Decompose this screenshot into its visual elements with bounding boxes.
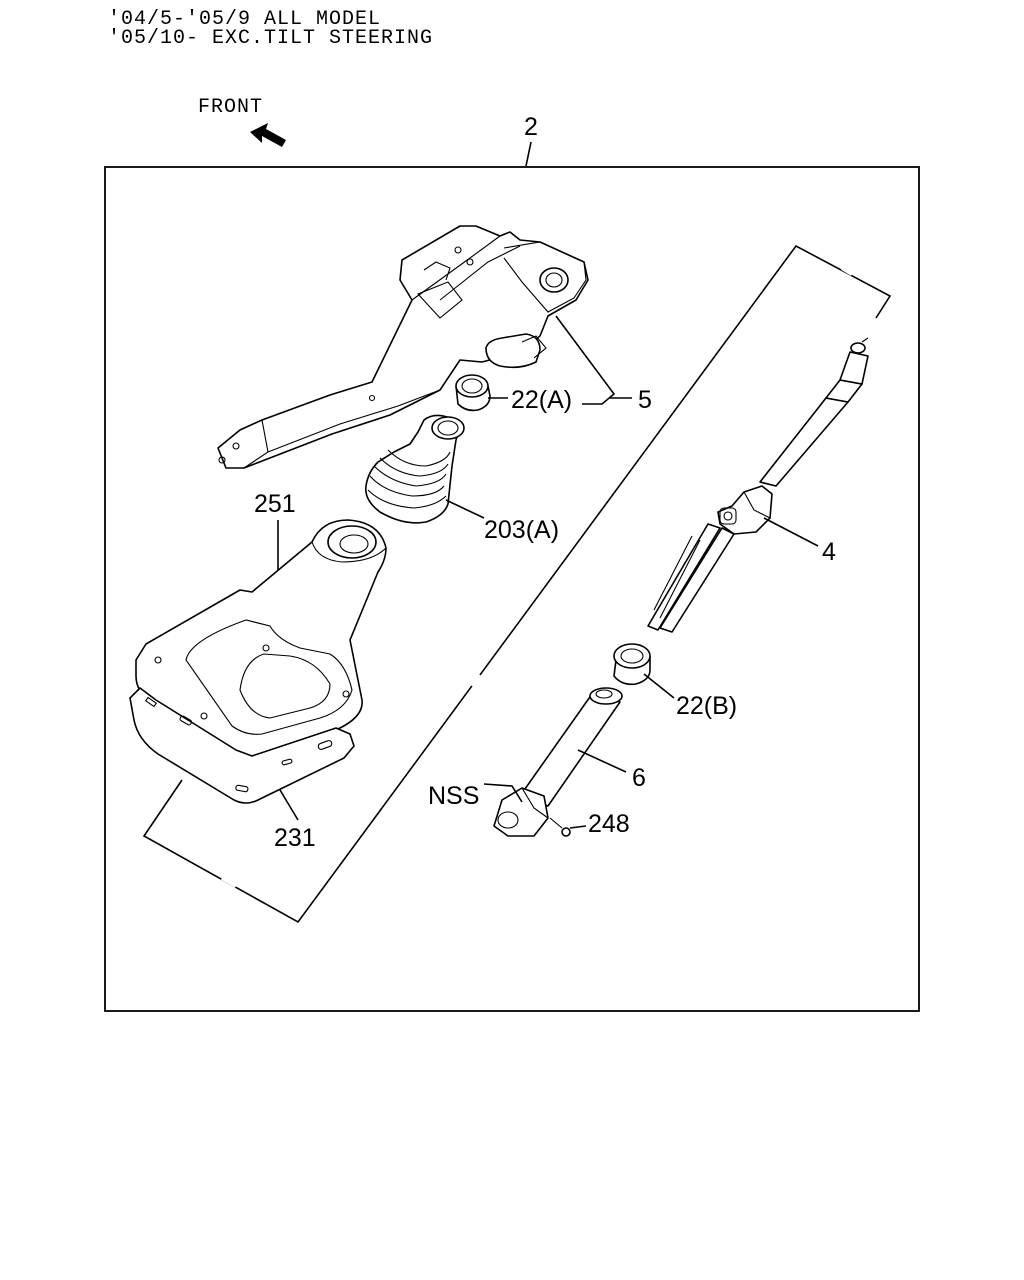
subassembly-outline: [142, 244, 892, 924]
leader-6: [577, 749, 627, 773]
leader-lines: [277, 315, 819, 829]
callout-22b: 22(B): [676, 692, 737, 720]
leader-248: [569, 825, 587, 829]
leader-5: [555, 315, 616, 405]
lower-shaft: [493, 687, 623, 837]
leader-231: [279, 789, 299, 821]
callout-2: 2: [524, 113, 538, 141]
dust-boot-a: [364, 414, 465, 524]
callout-203a: 203(A): [484, 516, 559, 544]
header-line-2: '05/10- EXC.TILT STEERING: [108, 27, 433, 50]
leader-22b: [643, 673, 675, 699]
leader-4: [763, 517, 819, 547]
callout-6: 6: [632, 764, 646, 792]
callout-4: 4: [822, 538, 836, 566]
bushing-b: [613, 643, 651, 686]
gasket-plate: [129, 687, 355, 804]
callout-nss: NSS: [428, 782, 479, 810]
header-line-1: '04/5-'05/9 ALL MODEL: [108, 8, 381, 31]
callout-231: 231: [274, 824, 316, 852]
callout-248: 248: [588, 810, 630, 838]
column-bracket: [217, 225, 589, 469]
callout-22a: 22(A): [511, 386, 572, 414]
bolt: [549, 817, 571, 837]
front-label: FRONT: [198, 96, 263, 119]
assembly-frame: [104, 166, 920, 1012]
leader-2: [525, 141, 532, 167]
leader-203a: [445, 499, 485, 519]
upper-shaft: [647, 337, 869, 633]
leader-nss: [483, 783, 523, 803]
callout-251: 251: [254, 490, 296, 518]
arrow-up-left-icon: [250, 123, 286, 147]
callout-5: 5: [638, 386, 652, 414]
bushing-a: [455, 374, 491, 412]
